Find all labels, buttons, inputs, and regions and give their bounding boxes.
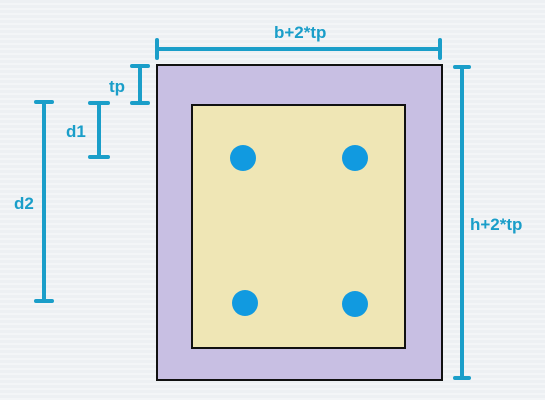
bolt-top-left	[230, 145, 256, 171]
plate-thickness-label: tp	[109, 77, 125, 96]
plate-thickness-dimension: tp	[109, 64, 150, 105]
d1-dimension: d1	[66, 101, 110, 159]
bolt-bottom-left	[232, 290, 258, 316]
d1-label: d1	[66, 122, 86, 141]
d2-dimension: d2	[14, 100, 54, 303]
width-label: b+2*tp	[274, 23, 326, 42]
bolt-top-right	[342, 145, 368, 171]
inner-core	[191, 104, 406, 349]
height-dimension: h+2*tp	[453, 65, 522, 380]
d2-label: d2	[14, 194, 34, 213]
bolt-bottom-right	[342, 291, 368, 317]
height-label: h+2*tp	[470, 215, 522, 234]
width-dimension: b+2*tp	[155, 23, 442, 60]
